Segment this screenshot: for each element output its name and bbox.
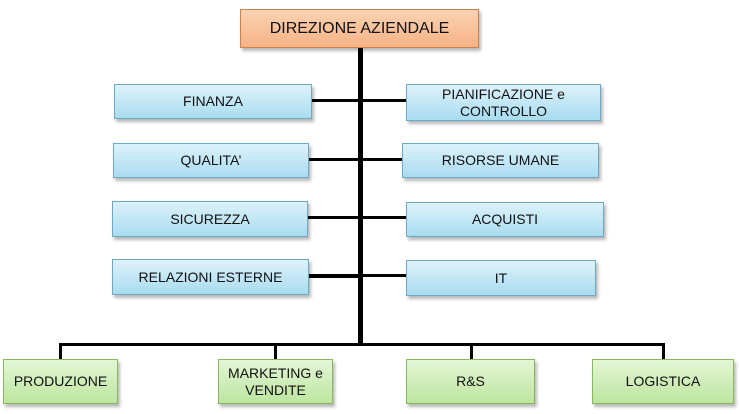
connector-acquisti xyxy=(360,216,406,219)
node-sicurezza-label: SICUREZZA xyxy=(170,210,250,227)
connector-qualita xyxy=(309,158,360,161)
node-relazioni-esterne-label: RELAZIONI ESTERNE xyxy=(138,268,283,285)
connector-finanza xyxy=(312,99,360,102)
node-risorse-umane-label: RISORSE UMANE xyxy=(441,152,560,168)
node-relazioni-esterne: RELAZIONI ESTERNE xyxy=(112,259,309,295)
node-pianificazione-controllo: PIANIFICAZIONE e CONTROLLO xyxy=(406,84,601,121)
connector-pianificazione xyxy=(360,99,406,102)
node-it: IT xyxy=(406,260,596,296)
connector-trunk xyxy=(358,48,363,345)
connector-relazioni-esterne xyxy=(309,274,360,278)
node-logistica-label: LOGISTICA xyxy=(625,373,701,389)
node-acquisti-label: ACQUISTI xyxy=(471,211,539,227)
root-node: DIREZIONE AZIENDALE xyxy=(240,9,479,48)
node-marketing-label-line1: MARKETING e xyxy=(228,364,323,381)
node-produzione-label: PRODUZIONE xyxy=(13,373,108,389)
node-rs: R&S xyxy=(406,359,535,404)
node-risorse-umane: RISORSE UMANE xyxy=(402,143,599,178)
node-pianificazione-label-line1: PIANIFICAZIONE e xyxy=(442,85,565,102)
connector-produzione xyxy=(59,343,62,359)
node-acquisti: ACQUISTI xyxy=(406,202,604,237)
node-qualita-label: QUALITA’ xyxy=(180,152,242,168)
node-produzione: PRODUZIONE xyxy=(3,359,118,404)
connector-sicurezza xyxy=(308,216,360,219)
node-logistica: LOGISTICA xyxy=(592,359,734,404)
node-marketing-label-line2: VENDITE xyxy=(245,381,306,398)
connector-rs xyxy=(470,343,473,359)
node-marketing-vendite: MARKETING e VENDITE xyxy=(218,359,333,404)
node-finanza: FINANZA xyxy=(114,84,312,119)
node-it-label: IT xyxy=(494,269,508,286)
node-rs-label: R&S xyxy=(456,373,485,389)
node-sicurezza: SICUREZZA xyxy=(112,201,308,237)
connector-logistica xyxy=(662,343,665,359)
node-qualita: QUALITA’ xyxy=(113,143,309,178)
connector-marketing xyxy=(274,343,277,359)
node-pianificazione-label-line2: CONTROLLO xyxy=(459,102,548,119)
connector-risorse-umane xyxy=(360,158,402,161)
root-node-label: DIREZIONE AZIENDALE xyxy=(269,20,450,37)
connector-it xyxy=(360,274,406,277)
node-finanza-label: FINANZA xyxy=(183,93,243,109)
connector-bottom-bar xyxy=(60,343,664,346)
